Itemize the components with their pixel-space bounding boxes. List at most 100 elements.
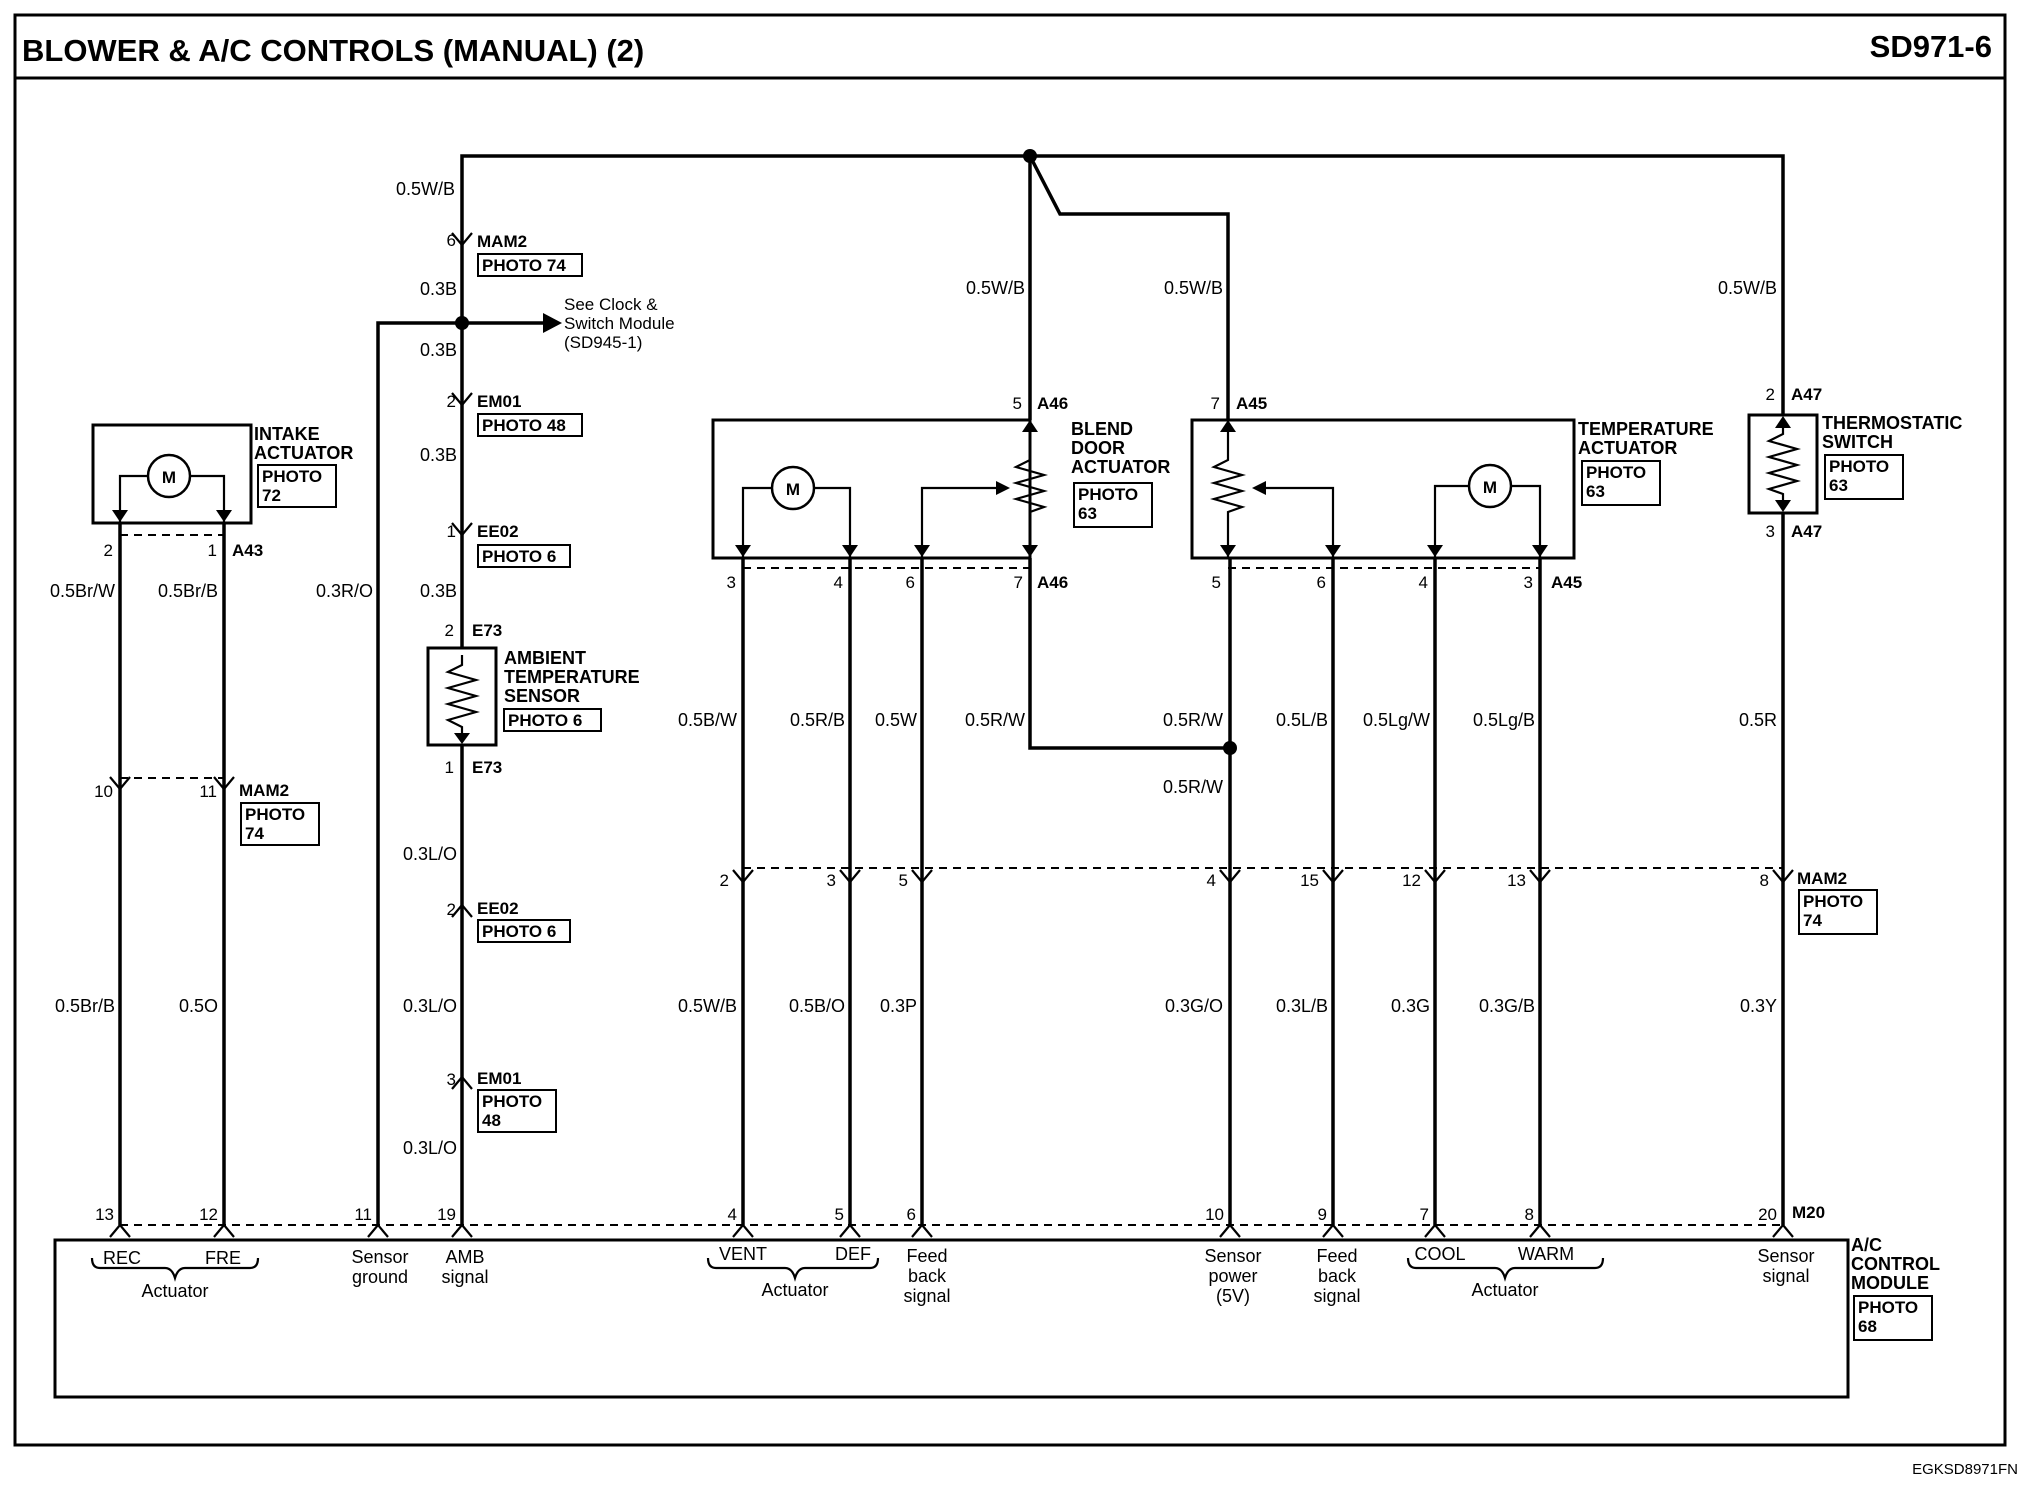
wire-srw-low: 0.5R/W bbox=[1163, 777, 1223, 797]
ambient-name-3: SENSOR bbox=[504, 686, 580, 706]
wire-amb-2: 0.3L/O bbox=[403, 996, 457, 1016]
wire-temp-low-1: 0.3G/O bbox=[1165, 996, 1223, 1016]
wire-blend-wb: 0.5W/B bbox=[966, 278, 1025, 298]
blend-name-2: DOOR bbox=[1071, 438, 1125, 458]
temp-photo-2: 63 bbox=[1586, 482, 1605, 501]
module-pin-5: 5 bbox=[835, 1205, 844, 1224]
wire-3b-4: 0.3B bbox=[420, 581, 457, 601]
wire-ground: 0.3R/O bbox=[316, 581, 373, 601]
mam2-top-name: MAM2 bbox=[477, 232, 527, 251]
ref-note-line3: (SD945-1) bbox=[564, 333, 642, 352]
e73-bot-pin: 1 bbox=[445, 758, 454, 777]
module-pin-6: 6 bbox=[907, 1205, 916, 1224]
wire-intake-low-2: 0.5O bbox=[179, 996, 218, 1016]
wire-blend-up-3: 0.5W bbox=[875, 710, 917, 730]
module-name-1: A/C bbox=[1851, 1235, 1882, 1255]
intake-photo-box bbox=[257, 464, 337, 508]
label-sensor-power-1: Sensor bbox=[1204, 1246, 1261, 1266]
mam2-right-photo-box bbox=[1798, 889, 1878, 935]
em01-top-pin: 2 bbox=[447, 392, 456, 411]
label-feedback1-1: Feed bbox=[906, 1246, 947, 1266]
mam2-right-pin-12: 12 bbox=[1402, 871, 1421, 890]
temp-wires bbox=[1223, 558, 1542, 1225]
module-pin-11: 11 bbox=[354, 1205, 372, 1224]
mam2-left-pin-1: 10 bbox=[94, 782, 113, 801]
ambient-sensor bbox=[426, 646, 498, 747]
label-actuator-3: Actuator bbox=[1471, 1280, 1538, 1300]
wire-intake-up-1: 0.5Br/W bbox=[50, 581, 115, 601]
wire-blend-low-2: 0.5B/O bbox=[789, 996, 845, 1016]
blend-name-3: ACTUATOR bbox=[1071, 457, 1170, 477]
mam2-left-photo-1: PHOTO bbox=[245, 805, 305, 824]
label-sensor-signal-1: Sensor bbox=[1757, 1246, 1814, 1266]
module-pin-7: 7 bbox=[1420, 1205, 1429, 1224]
intake-photo-1: PHOTO bbox=[262, 467, 322, 486]
mam2-right-connector bbox=[732, 867, 1794, 884]
ambient-name-1: AMBIENT bbox=[504, 648, 586, 668]
thermo-name-1: THERMOSTATIC bbox=[1822, 413, 1962, 433]
label-actuator-2: Actuator bbox=[761, 1280, 828, 1300]
diagram-title: BLOWER & A/C CONTROLS (MANUAL) (2) bbox=[22, 33, 644, 68]
label-sensor-power-3: (5V) bbox=[1216, 1286, 1250, 1306]
intake-pin-2: 2 bbox=[104, 541, 113, 560]
a45-pin-3: 3 bbox=[1524, 573, 1533, 592]
thermo-name-2: SWITCH bbox=[1822, 432, 1893, 452]
mam2-top-photo: PHOTO 74 bbox=[482, 256, 566, 275]
label-amb-signal-1: AMB bbox=[445, 1247, 484, 1267]
intake-pin-1: 1 bbox=[208, 541, 217, 560]
wire-blend-up-1: 0.5B/W bbox=[678, 710, 737, 730]
ambient-name-2: TEMPERATURE bbox=[504, 667, 640, 687]
blend-wires bbox=[741, 558, 1230, 1225]
mam2-right-photo-2: 74 bbox=[1803, 911, 1822, 930]
a46-top-name: A46 bbox=[1037, 394, 1068, 413]
mam2-right-name: MAM2 bbox=[1797, 869, 1847, 888]
intake-wires bbox=[109, 523, 235, 1225]
intake-photo-2: 72 bbox=[262, 486, 281, 505]
ee02-bot-name: EE02 bbox=[477, 899, 519, 918]
wire-temp-up-4: 0.5Lg/B bbox=[1473, 710, 1535, 730]
em01-bot-name: EM01 bbox=[477, 1069, 521, 1088]
module-pin-12: 12 bbox=[199, 1205, 218, 1224]
label-cool: COOL bbox=[1414, 1244, 1465, 1264]
a46-pin-6: 6 bbox=[906, 573, 915, 592]
mam2-left-pin-2: 11 bbox=[199, 782, 217, 801]
mam2-right-pin-4: 4 bbox=[1207, 871, 1216, 890]
wire-temp-low-4: 0.3G/B bbox=[1479, 996, 1535, 1016]
diagram-code: SD971-6 bbox=[1870, 29, 1992, 64]
mam2-top-pin: 6 bbox=[447, 231, 456, 250]
temp-photo-box bbox=[1581, 460, 1661, 506]
a46-bot-name: A46 bbox=[1037, 573, 1068, 592]
blend-motor-label: M bbox=[786, 480, 800, 499]
label-fre: FRE bbox=[205, 1248, 241, 1268]
a47-bot-name: A47 bbox=[1791, 522, 1822, 541]
wire-3b-3: 0.3B bbox=[420, 445, 457, 465]
label-rec: REC bbox=[103, 1248, 141, 1268]
em01-bot-photo-2: 48 bbox=[482, 1111, 501, 1130]
e73-top-name: E73 bbox=[472, 621, 502, 640]
ee02-bot-photo: PHOTO 6 bbox=[482, 922, 556, 941]
mam2-right-pin-3: 3 bbox=[827, 871, 836, 890]
label-sensor-signal-2: signal bbox=[1762, 1266, 1809, 1286]
ambient-photo-box bbox=[503, 708, 602, 732]
module-photo-box bbox=[1853, 1295, 1933, 1341]
mam2-right-pin-15: 15 bbox=[1300, 871, 1319, 890]
module-pin-9: 9 bbox=[1318, 1205, 1327, 1224]
module-photo-2: 68 bbox=[1858, 1317, 1877, 1336]
temp-name-1: TEMPERATURE bbox=[1578, 419, 1714, 439]
wire-blend-low-3: 0.3P bbox=[880, 996, 917, 1016]
e73-bot-name: E73 bbox=[472, 758, 502, 777]
intake-actuator bbox=[91, 423, 253, 525]
wire-temp-wb: 0.5W/B bbox=[1164, 278, 1223, 298]
ambient-connector-marks bbox=[451, 232, 473, 1090]
outer-frame bbox=[13, 13, 2007, 1447]
wire-temp-low-3: 0.3G bbox=[1391, 996, 1430, 1016]
a45-pin-4: 4 bbox=[1419, 573, 1428, 592]
wire-temp-up-1: 0.5R/W bbox=[1163, 710, 1223, 730]
wire-blend-up-2: 0.5R/B bbox=[790, 710, 845, 730]
ee02-top-name: EE02 bbox=[477, 522, 519, 541]
label-feedback1-3: signal bbox=[903, 1286, 950, 1306]
thermo-photo-box bbox=[1824, 454, 1904, 500]
label-def: DEF bbox=[835, 1244, 871, 1264]
wire-thermo-low: 0.3Y bbox=[1740, 996, 1777, 1016]
module-pin-13: 13 bbox=[95, 1205, 114, 1224]
